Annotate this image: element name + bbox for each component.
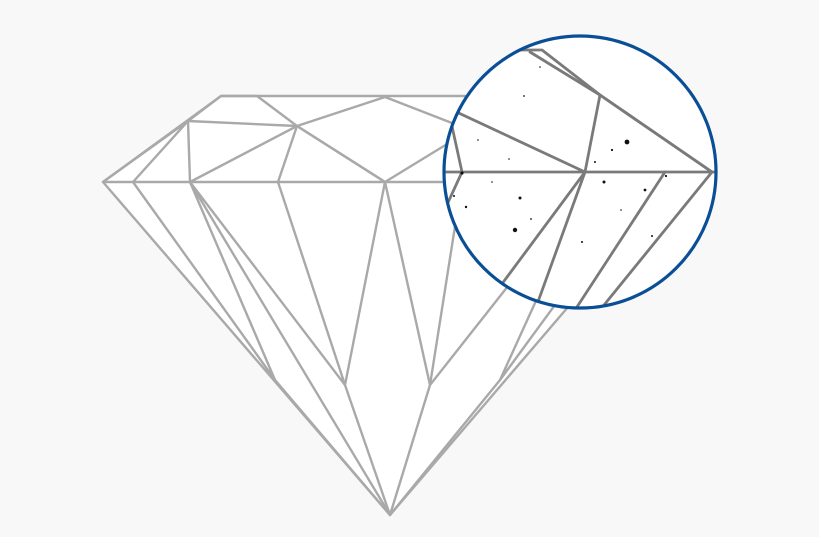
mag-pavilion-1 <box>444 170 464 222</box>
inclusion-speck <box>610 148 614 152</box>
inclusion-speck <box>602 180 606 184</box>
inclusion-speck <box>643 188 647 192</box>
mag-pavilion-2 <box>488 170 587 302</box>
inclusion-speck <box>594 161 596 163</box>
inclusion-speck <box>477 139 479 141</box>
inclusion-speck <box>464 205 468 209</box>
inclusion-speck <box>518 196 522 200</box>
mag-pavilion-3 <box>533 170 587 308</box>
inclusion-speck <box>581 241 583 243</box>
inclusion-speck <box>508 158 510 160</box>
pavilion-right-lower <box>388 378 502 517</box>
lens-ring <box>442 34 718 310</box>
crown-lower-left <box>101 119 190 184</box>
inclusion-speck <box>664 174 668 178</box>
inclusion-speck <box>491 181 493 183</box>
pavilion-left-lower <box>273 378 392 517</box>
inclusion-speck <box>624 139 630 145</box>
inclusion-speck <box>620 209 622 211</box>
inclusion-speck <box>512 227 518 233</box>
magnifier-lens <box>442 34 718 310</box>
inclusion-speck <box>651 235 653 237</box>
inclusion-speck <box>539 66 541 68</box>
inclusion-speck <box>523 95 525 97</box>
crown-kite-mid <box>295 124 387 184</box>
pavilion-left-main <box>188 180 392 517</box>
inclusion-speck <box>460 171 464 175</box>
mag-kite-right <box>528 50 714 174</box>
crown-kite-left <box>186 119 299 184</box>
mag-pavilion-5 <box>598 170 714 308</box>
mag-pavilion-4 <box>573 170 667 308</box>
inclusions <box>453 66 668 243</box>
inclusion-speck <box>530 218 532 220</box>
inclusion-speck <box>453 195 455 197</box>
